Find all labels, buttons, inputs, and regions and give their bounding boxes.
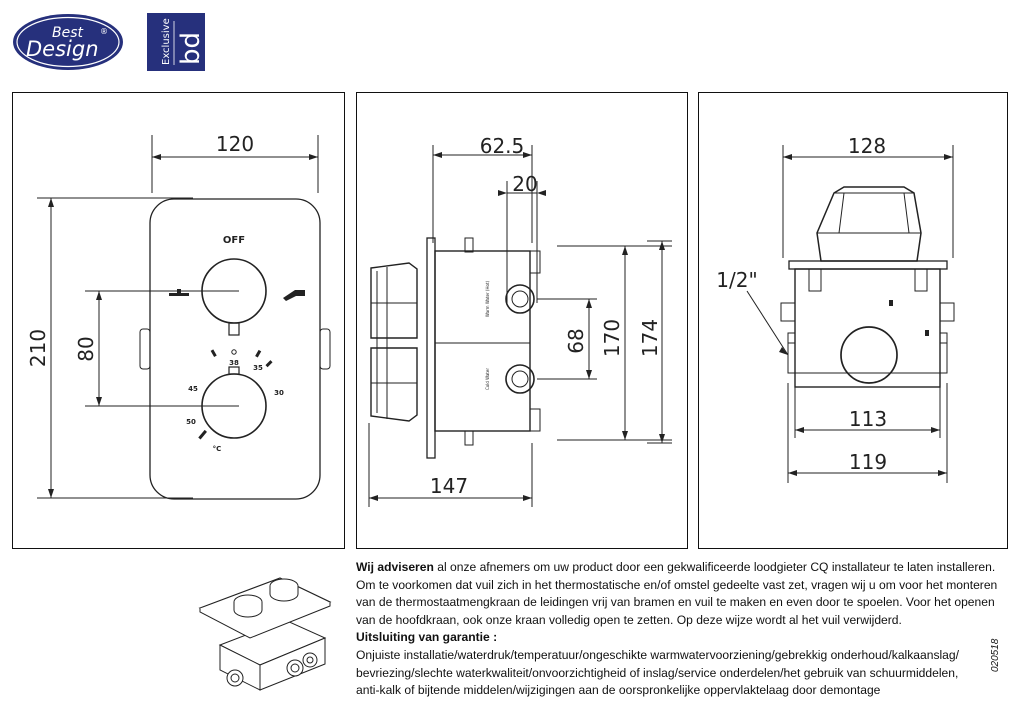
temp-45: 45	[188, 385, 198, 393]
temp-unit: °C	[213, 445, 222, 453]
port-top-label: Warm Water (Hot)	[485, 280, 490, 317]
note-line-4: van de hoofdkraan, ook onze kraan volled…	[356, 612, 902, 627]
brand-line1: Best	[52, 25, 84, 41]
front-width-dim: 120	[216, 132, 254, 156]
front-view-panel: 120 210 80 OFF 38 35 30 45 50 °C	[12, 92, 345, 549]
brand-line2: Design	[26, 37, 99, 61]
off-label: OFF	[223, 235, 245, 246]
note-line-1: Wij adviseren al onze afnemers om uw pro…	[356, 559, 996, 577]
temp-50: 50	[186, 418, 196, 426]
side-height-inner: 170	[600, 319, 624, 357]
temp-38: 38	[229, 359, 239, 367]
top-width-dim: 128	[848, 134, 886, 158]
brand-registered: ®	[100, 27, 108, 36]
side-depth-dim: 62.5	[480, 134, 525, 158]
installation-notes: Wij adviseren al onze afnemers om uw pro…	[356, 559, 998, 700]
top-view-drawing: 128 1/2" 113 119	[716, 134, 955, 483]
product-illustration	[190, 560, 340, 700]
note-line-2: Om te voorkomen dat vuil zich in het the…	[356, 577, 998, 592]
note-line-5: Uitsluiting van garantie :	[356, 629, 996, 647]
top-view-panel: 128 1/2" 113 119	[698, 92, 1008, 549]
note-line-6: Onjuiste installatie/waterdruk/temperatu…	[356, 647, 959, 662]
document-number: 020518	[990, 638, 1001, 672]
temp-35: 35	[253, 364, 263, 372]
exclusive-mark: bd	[176, 32, 205, 65]
port-bottom-label: Cold Water	[485, 368, 490, 390]
side-spacing-dim: 68	[564, 328, 588, 353]
side-height-outer: 174	[638, 319, 662, 357]
side-view-panel: 62.5 20 68 170 174 147 Warm Water (Hot) …	[356, 92, 688, 549]
front-view-drawing: 120 210 80 OFF 38 35 30 45 50 °C	[26, 132, 331, 500]
warranty-heading: Uitsluiting van garantie :	[356, 630, 498, 645]
top-outer-width: 119	[849, 450, 887, 474]
thread-dim: 1/2"	[716, 268, 757, 292]
note-advice-heading: Wij adviseren	[356, 560, 434, 574]
side-depth-total: 147	[430, 474, 468, 498]
exclusive-label: Exclusive	[161, 18, 172, 65]
exclusive-logo: Exclusive bd	[147, 13, 206, 71]
front-height-dim: 210	[26, 329, 50, 367]
side-view-drawing: 62.5 20 68 170 174 147 Warm Water (Hot) …	[368, 134, 672, 507]
best-design-logo: Best Design ®	[12, 13, 124, 71]
temp-30: 30	[274, 389, 284, 397]
note-line-7: bevriezing/slechte waterkwaliteit/onvoor…	[356, 665, 959, 680]
top-inner-width: 113	[849, 407, 887, 431]
note-line-3: van de thermostaatmengkraan de leidingen…	[356, 595, 995, 610]
note-advice-text: al onze afnemers om uw product door een …	[433, 560, 996, 574]
front-spacing-dim: 80	[74, 336, 98, 361]
side-inner-dim: 20	[512, 172, 537, 196]
note-line-8: anti-kalk of bijtende middelen/wijziging…	[356, 683, 881, 698]
